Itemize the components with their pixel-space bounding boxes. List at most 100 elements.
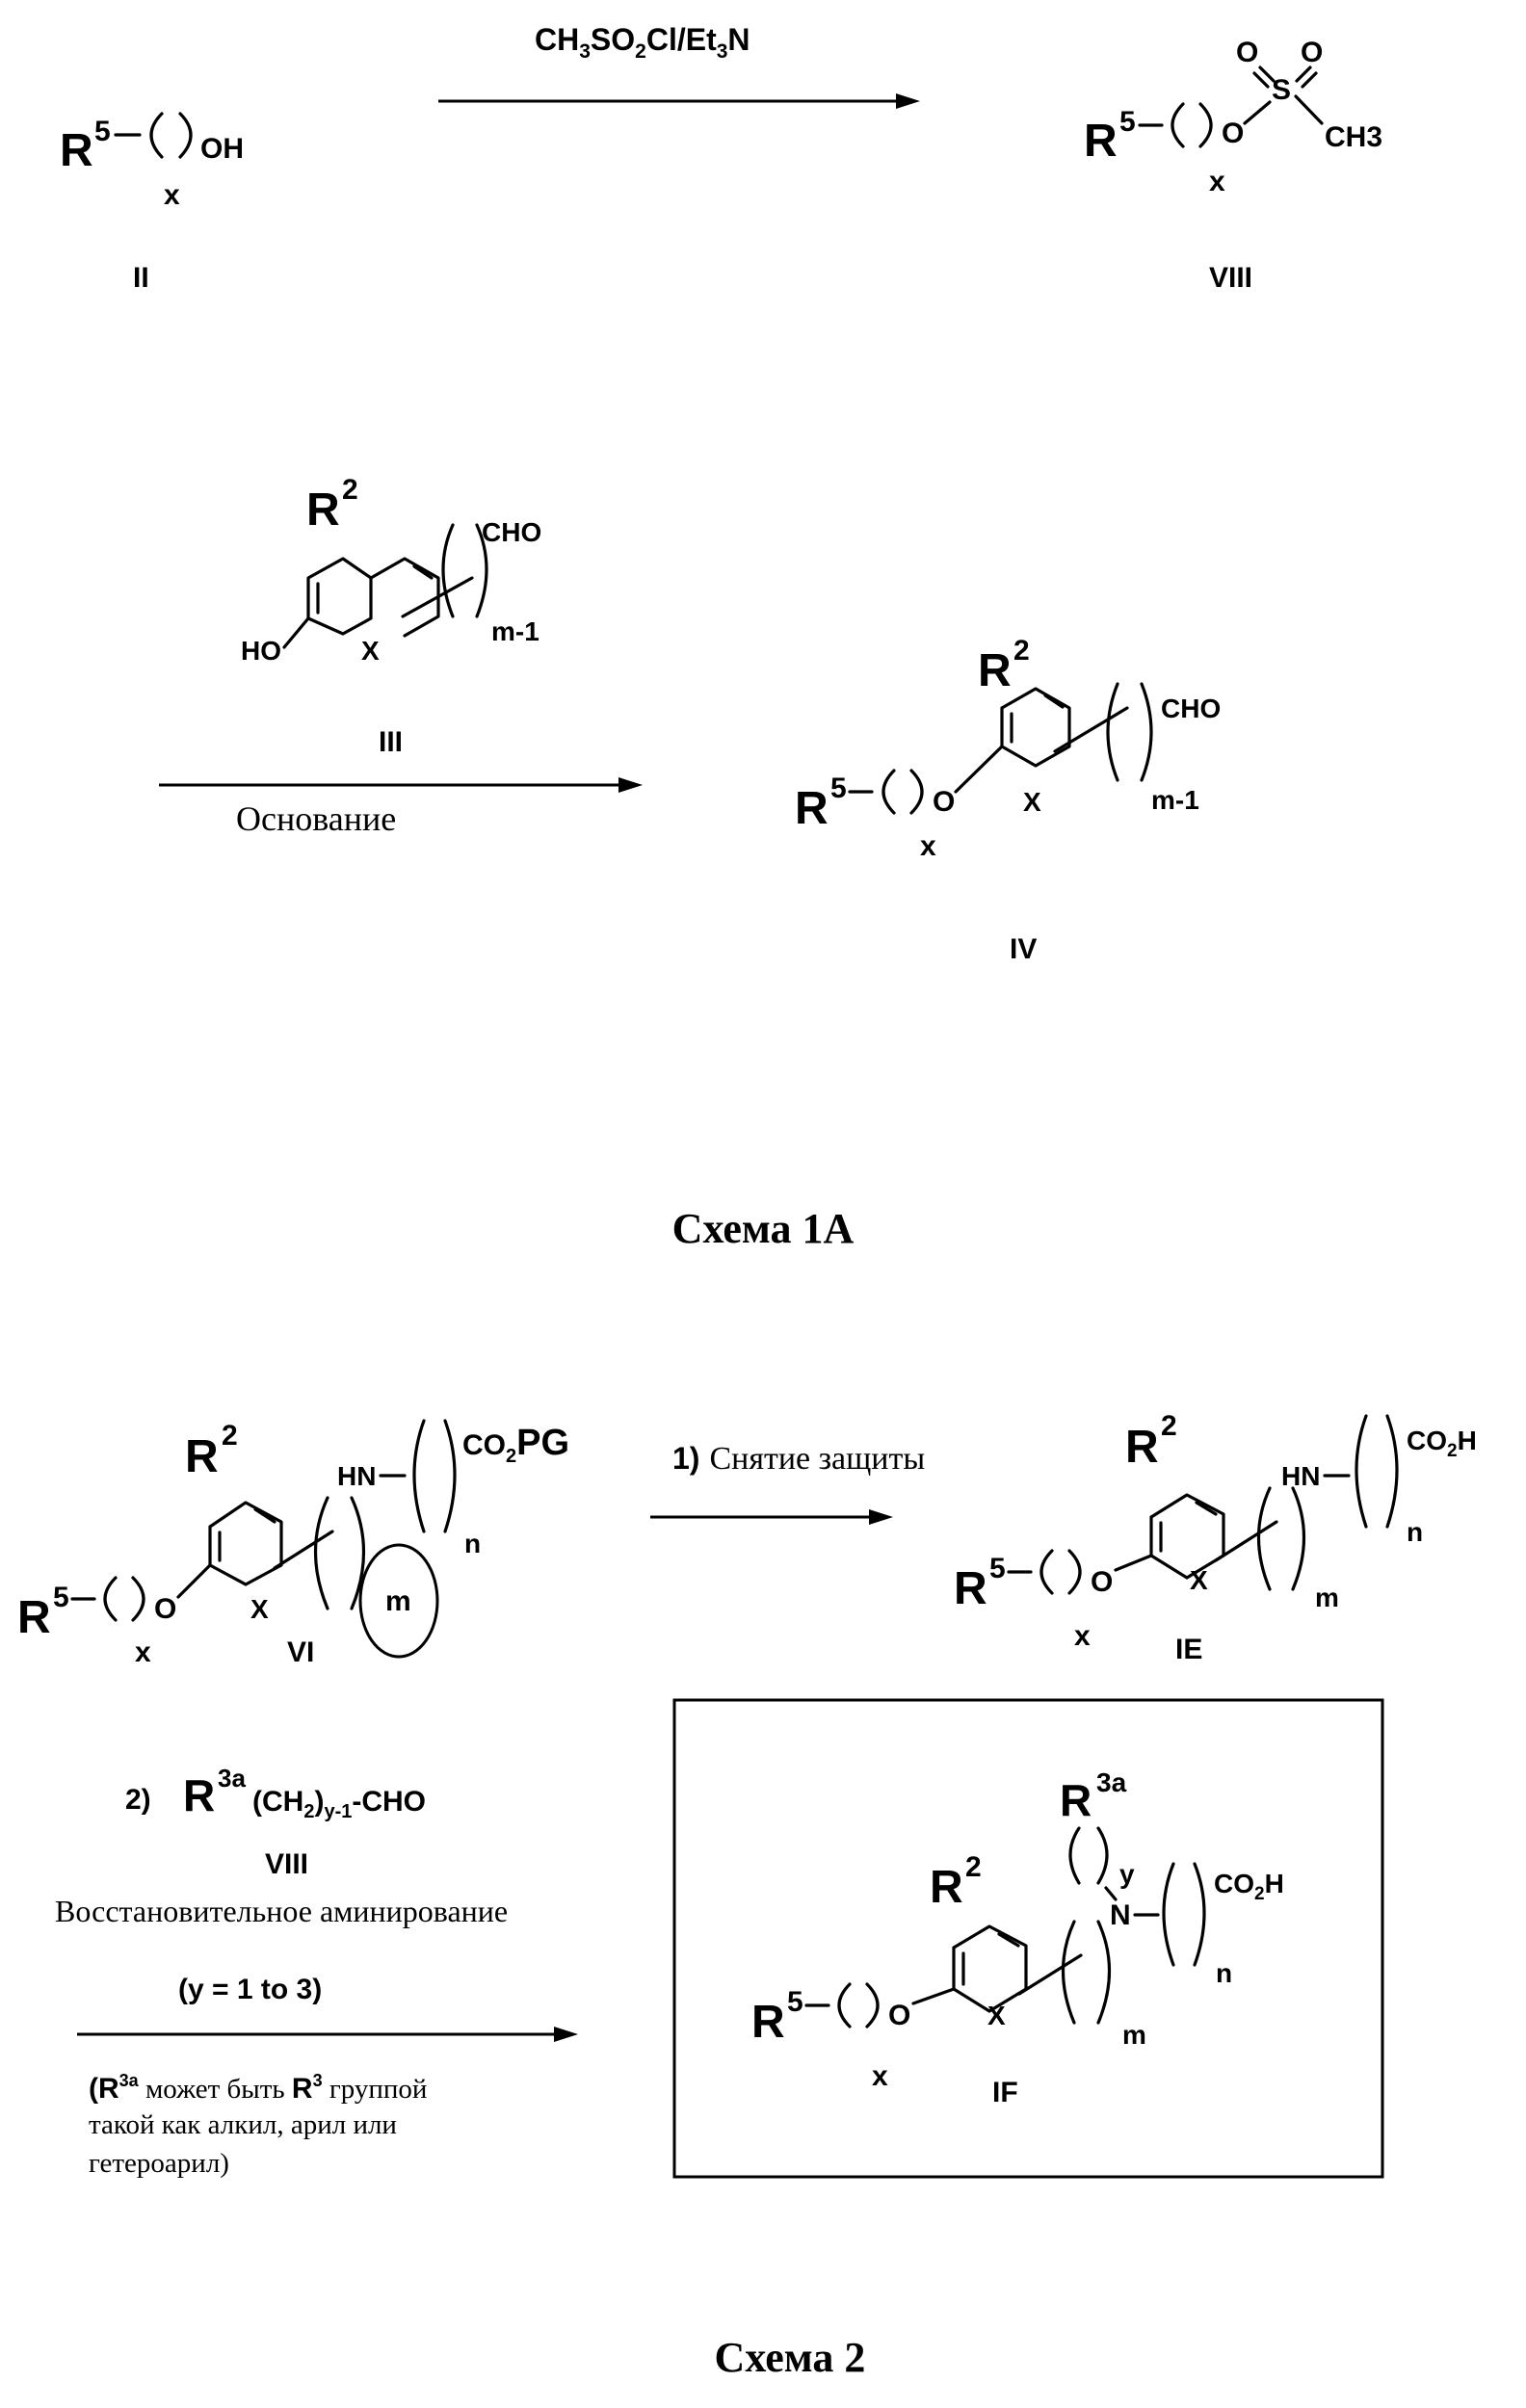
svg-text:5: 5 [787, 1986, 803, 2018]
base-label: Основание [236, 799, 396, 838]
svg-text:III: III [379, 726, 403, 758]
svg-text:CHO: CHO [1161, 694, 1221, 723]
svg-text:VIII: VIII [265, 1848, 308, 1880]
svg-text:2: 2 [1013, 635, 1030, 667]
svg-text:n: n [1216, 1958, 1232, 1988]
compound-iv: R 2 R 5 O X CHO m-1 x IV [795, 635, 1221, 965]
svg-text:X: X [250, 1594, 269, 1624]
svg-text:X: X [987, 2001, 1006, 2030]
product-box [674, 1700, 1382, 2177]
svg-text:(y = 1 to 3): (y = 1 to 3) [178, 1974, 322, 2005]
svg-text:2: 2 [1161, 1410, 1177, 1442]
svg-text:m: m [385, 1585, 411, 1617]
svg-text:O: O [1091, 1566, 1113, 1598]
svg-text:O: O [154, 1593, 176, 1625]
svg-text:m: m [1122, 2020, 1146, 2050]
svg-text:m-1: m-1 [491, 616, 539, 646]
compound-iii: R 2 HO X CHO m-1 III [241, 474, 541, 758]
svg-text:R: R [751, 1997, 785, 2048]
step-1-deprotection: 1)Снятие защиты [650, 1441, 925, 1525]
svg-text:OH: OH [200, 133, 244, 165]
svg-text:R: R [306, 484, 340, 536]
svg-text:CO2H: CO2H [1214, 1869, 1284, 1904]
svg-text:X: X [1023, 787, 1041, 817]
svg-text:x: x [920, 830, 936, 862]
svg-text:n: n [464, 1529, 481, 1558]
svg-text:R: R [954, 1563, 987, 1614]
svg-text:O: O [888, 2000, 910, 2031]
svg-text:HO: HO [241, 636, 281, 666]
svg-text:x: x [872, 2060, 888, 2092]
svg-text:m: m [1315, 1583, 1339, 1612]
svg-text:R: R [795, 783, 829, 834]
svg-text:O: O [933, 786, 955, 818]
svg-text:VIII: VIII [1209, 262, 1252, 294]
svg-text:2): 2) [125, 1784, 151, 1816]
svg-text:O: O [1236, 37, 1258, 68]
svg-text:R: R [17, 1592, 51, 1643]
svg-text:R: R [1125, 1422, 1159, 1473]
svg-text:X: X [1190, 1565, 1208, 1595]
compound-viii: R 5 O S O O CH3 x VIII [1084, 37, 1382, 294]
svg-text:R: R [978, 645, 1012, 696]
reagent-top: CH3SO2Cl/Et3N [535, 22, 750, 63]
svg-text:R: R [183, 1770, 215, 1820]
svg-text:2: 2 [342, 474, 358, 506]
svg-text:5: 5 [94, 116, 111, 147]
svg-text:R: R [185, 1431, 219, 1482]
svg-text:N: N [1110, 1899, 1131, 1931]
svg-text:y: y [1119, 1859, 1135, 1889]
arrow-1 [438, 93, 920, 109]
svg-text:(CH2)y-1-CHO: (CH2)y-1-CHO [252, 1786, 426, 1822]
compound-ie: R 2 R 5 O X HN CO2H n m x IE [954, 1410, 1477, 1665]
svg-text:X: X [361, 636, 380, 666]
svg-text:2: 2 [965, 1851, 982, 1883]
svg-text:3a: 3a [218, 1764, 246, 1793]
svg-text:II: II [133, 262, 149, 294]
svg-text:5: 5 [989, 1553, 1006, 1584]
svg-text:R: R [1060, 1775, 1092, 1825]
svg-text:CH3SO2Cl/Et3N: CH3SO2Cl/Et3N [535, 22, 750, 63]
svg-text:CH3: CH3 [1325, 121, 1382, 153]
caption-scheme-1a: Схема 1А [672, 1205, 855, 1252]
svg-text:гетероарил): гетероарил) [89, 2148, 229, 2179]
svg-text:HN: HN [1281, 1461, 1320, 1491]
compound-if: R 3a y R 2 R 5 O X N CO2H n m x IF [751, 1767, 1284, 2108]
svg-text:IV: IV [1010, 933, 1037, 965]
caption-scheme-2: Схема 2 [715, 2334, 866, 2381]
compound-ii: R 5 OH x II [60, 114, 244, 294]
compound-vi: R 2 R 5 O X HN CO2PG n m x VI [17, 1420, 569, 1668]
svg-text:x: x [1074, 1620, 1091, 1652]
svg-text:такой как алкил, арил или: такой как алкил, арил или [89, 2109, 397, 2140]
svg-text:IF: IF [992, 2077, 1018, 2108]
svg-text:R: R [1084, 116, 1118, 167]
svg-text:x: x [1209, 166, 1225, 197]
svg-text:x: x [135, 1636, 151, 1668]
svg-text:5: 5 [1119, 106, 1136, 138]
svg-text:S: S [1272, 74, 1291, 106]
arrow-2 [159, 777, 643, 793]
svg-text:IE: IE [1175, 1634, 1202, 1665]
svg-text:O: O [1301, 37, 1323, 68]
svg-text:Восстановительное аминирование: Восстановительное аминирование [55, 1894, 508, 1928]
svg-text:R: R [930, 1862, 963, 1913]
svg-text:m-1: m-1 [1151, 785, 1199, 815]
svg-text:CO2PG: CO2PG [462, 1423, 569, 1467]
svg-text:O: O [1222, 118, 1244, 149]
svg-text:CO2H: CO2H [1407, 1426, 1477, 1461]
svg-text:5: 5 [53, 1582, 69, 1613]
svg-text:VI: VI [287, 1636, 314, 1668]
svg-text:2: 2 [222, 1420, 238, 1452]
svg-text:5: 5 [830, 772, 847, 804]
step-2-reductive-amination: 2) R 3a (CH2)y-1-CHO VIII Восстановитель… [55, 1764, 578, 2179]
svg-text:n: n [1407, 1517, 1423, 1547]
svg-text:x: x [164, 179, 180, 211]
svg-text:R: R [60, 125, 93, 176]
svg-text:CHO: CHO [482, 517, 541, 547]
svg-text:1)Снятие защиты: 1)Снятие защиты [672, 1441, 925, 1477]
svg-text:HN: HN [337, 1461, 376, 1491]
svg-text:3a: 3a [1096, 1767, 1127, 1797]
svg-text:(R3a может быть R3 группой: (R3a может быть R3 группой [89, 2071, 427, 2105]
